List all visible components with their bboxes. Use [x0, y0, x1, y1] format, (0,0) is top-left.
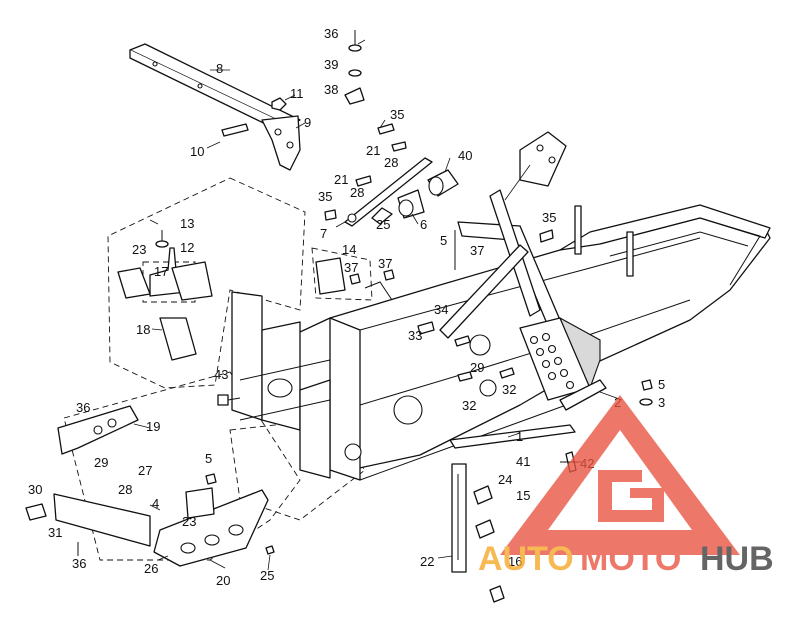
callout-29-a: 29 — [470, 360, 484, 375]
callout-24: 24 — [498, 472, 512, 487]
callout-43: 43 — [214, 367, 228, 382]
dashed-group-outlines — [63, 177, 373, 561]
callout-21-b: 21 — [334, 172, 348, 187]
callout-29-b: 29 — [94, 455, 108, 470]
bolt-43 — [217, 394, 241, 406]
callout-32-a: 32 — [502, 382, 516, 397]
callout-28-c: 28 — [118, 482, 132, 497]
callout-34: 34 — [434, 302, 448, 317]
callout-30: 30 — [28, 482, 42, 497]
callout-20: 20 — [216, 573, 230, 588]
watermark-inner-mark — [598, 470, 664, 522]
callout-5-a: 5 — [440, 233, 447, 248]
callout-26: 26 — [144, 561, 158, 576]
callout-40: 40 — [458, 148, 472, 163]
callout-7: 7 — [320, 226, 327, 241]
callout-23-a: 23 — [132, 242, 146, 257]
callout-14: 14 — [342, 242, 356, 257]
callout-13: 13 — [180, 216, 194, 231]
callout-17: 17 — [154, 264, 168, 279]
callout-22: 22 — [420, 554, 434, 569]
callout-23-b: 23 — [182, 514, 196, 529]
callout-15: 15 — [516, 488, 530, 503]
leader-lines — [133, 39, 623, 571]
callout-9: 9 — [304, 115, 311, 130]
automotohub-watermark: AUTO MOTO HUB — [478, 395, 774, 578]
callout-37-a: 37 — [470, 243, 484, 258]
callout-8: 8 — [216, 61, 223, 76]
callout-36-top: 36 — [324, 26, 338, 41]
callout-10: 10 — [190, 144, 204, 159]
mid-bar — [344, 157, 459, 227]
main-frame — [231, 189, 771, 481]
top-fasteners — [324, 30, 554, 243]
bracket-14 — [315, 257, 395, 301]
callout-25-b: 25 — [260, 568, 274, 583]
callout-39: 39 — [324, 57, 338, 72]
callout-36-mid: 36 — [76, 400, 90, 415]
callout-36-bottom: 36 — [72, 556, 86, 571]
watermark-word-auto: AUTO — [478, 540, 574, 578]
callout-labels: 36 39 38 8 11 9 10 35 21 28 40 21 28 35 … — [28, 26, 665, 588]
callout-5-b: 5 — [658, 377, 665, 392]
callout-33: 33 — [408, 328, 422, 343]
upper-plate — [504, 131, 567, 201]
callout-4: 4 — [152, 496, 159, 511]
callout-6: 6 — [420, 217, 427, 232]
callout-35-c: 35 — [542, 210, 556, 225]
callout-35-b: 35 — [318, 189, 332, 204]
callout-16: 16 — [508, 554, 522, 569]
callout-27: 27 — [138, 463, 152, 478]
callout-37-b: 37 — [344, 260, 358, 275]
callout-18: 18 — [136, 322, 150, 337]
callout-41: 41 — [516, 454, 530, 469]
callout-37-c: 37 — [378, 256, 392, 271]
top-beam — [129, 43, 301, 171]
callout-21-a: 21 — [366, 143, 380, 158]
watermark-word-hub: HUB — [700, 540, 774, 578]
watermark-word-moto: MOTO — [580, 540, 681, 578]
callout-19: 19 — [146, 419, 160, 434]
callout-28-b: 28 — [350, 185, 364, 200]
callout-25-a: 25 — [376, 217, 390, 232]
watermark-triangle — [500, 395, 740, 555]
callout-11: 11 — [290, 86, 304, 101]
callout-3: 3 — [658, 395, 665, 410]
callout-31: 31 — [48, 525, 62, 540]
callout-5-c: 5 — [205, 451, 212, 466]
post-22 — [451, 463, 505, 603]
callout-35-a: 35 — [390, 107, 404, 122]
callout-1: 1 — [516, 429, 523, 444]
callout-38: 38 — [324, 82, 338, 97]
callout-12: 12 — [180, 240, 194, 255]
callout-28-a: 28 — [384, 155, 398, 170]
left-bracket-assembly — [117, 230, 213, 361]
callout-32-b: 32 — [462, 398, 476, 413]
lower-left-assembly — [25, 405, 275, 567]
